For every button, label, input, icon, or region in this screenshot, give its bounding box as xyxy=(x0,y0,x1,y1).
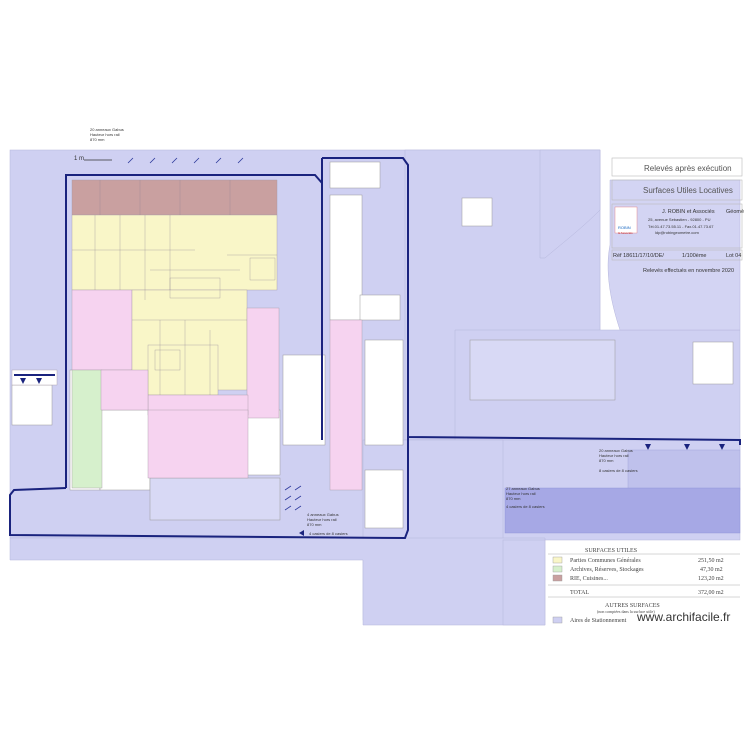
legend-heading: SURFACES UTILES xyxy=(585,548,637,554)
bike-area-right xyxy=(504,449,741,534)
annotation-top-3: 870 mm xyxy=(90,137,105,142)
legend-label-parking: Aires de Stationnement xyxy=(570,618,627,624)
logo-text: ROBIN xyxy=(618,225,631,230)
legend-label-archives: Archives, Réserves, Stockages xyxy=(570,567,644,573)
annotation-right-4: 8 casiers de 8 casiers xyxy=(599,468,638,473)
annotation-right-1: 20 anneaux Gabus xyxy=(599,448,633,453)
legend-swatch-parking xyxy=(552,616,563,624)
title-line2: Surfaces Utiles Locatives xyxy=(643,186,733,195)
legend-other-heading: AUTRES SURFACES xyxy=(605,603,660,609)
legend-swatch-rie xyxy=(552,574,563,582)
legend-other-sub: (non comptées dans la surface utile) xyxy=(597,609,655,614)
firm-address: 25, avenue Sebastien - 92800 - PU xyxy=(648,217,711,222)
legend-swatch-archives xyxy=(552,565,563,573)
annotation-mid-1: 4 anneaux Gabus xyxy=(307,512,339,517)
annotation-top-1: 20 anneaux Gabus xyxy=(90,127,124,132)
legend-value-archives: 47,30 m2 xyxy=(700,567,723,573)
annotation-bottom-1: 27 anneaux Gabus xyxy=(506,486,540,491)
annotation-bottom-2: Hauteur hors rail xyxy=(506,491,536,496)
route-arrows xyxy=(20,378,725,536)
firm-suffix: Géomè xyxy=(726,209,744,215)
legend-label-common: Parties Communes Générales xyxy=(570,558,641,564)
scale: 1/100ème xyxy=(682,253,706,259)
legend-swatch-common xyxy=(552,556,563,564)
annotation-mid-3: 870 mm xyxy=(307,522,322,527)
legend-value-rie: 123,20 m2 xyxy=(698,576,724,582)
curved-parking-zone xyxy=(539,149,741,331)
title-block-frame xyxy=(611,157,743,261)
robin-logo: ROBIN & Associés xyxy=(614,206,638,235)
annotation-right-2: Hauteur hors rail xyxy=(599,453,629,458)
legend-total-label: TOTAL xyxy=(570,590,589,596)
room-areas xyxy=(11,179,363,491)
watermark: www.archifacile.fr xyxy=(636,610,730,624)
firm-phone: Tél.01.47.73.55.11 - Fax.01.47.73.67 xyxy=(648,224,714,229)
annotation-bottom-3: 870 mm xyxy=(506,496,521,501)
survey-date: Relevés effectués en novembre 2020 xyxy=(643,268,734,274)
partitions xyxy=(72,180,277,395)
scale-bar-label: 1 m xyxy=(74,156,84,162)
vehicle-route xyxy=(9,157,741,540)
firm-email: ldp@robingeometre.com xyxy=(655,230,700,235)
title-line1: Relevés après exécution xyxy=(644,164,732,173)
logo-sub: & Associés xyxy=(618,231,633,235)
legend-total-value: 372,00 m2 xyxy=(698,590,724,596)
annotation-mid-2: Hauteur hors rail xyxy=(307,517,337,522)
annotation-mid-arrow: 4 casiers de 8 casiers xyxy=(309,531,348,536)
legend: SURFACES UTILES Parties Communes Général… xyxy=(548,548,740,624)
legend-value-common: 251,50 m2 xyxy=(698,558,724,564)
sheet-number: Lot 04 xyxy=(726,253,741,259)
annotation-right-3: 870 mm xyxy=(599,458,614,463)
legend-label-rie: RIE, Cuisines... xyxy=(570,576,608,582)
annotation-bottom-4: 4 casiers de 8 casiers xyxy=(506,504,545,509)
reference: Réf 18611/17/10/DE/ xyxy=(613,253,664,259)
firm-name: J. ROBIN et Associés xyxy=(662,209,715,215)
annotation-top-2: Hauteur hors rail xyxy=(90,132,120,137)
